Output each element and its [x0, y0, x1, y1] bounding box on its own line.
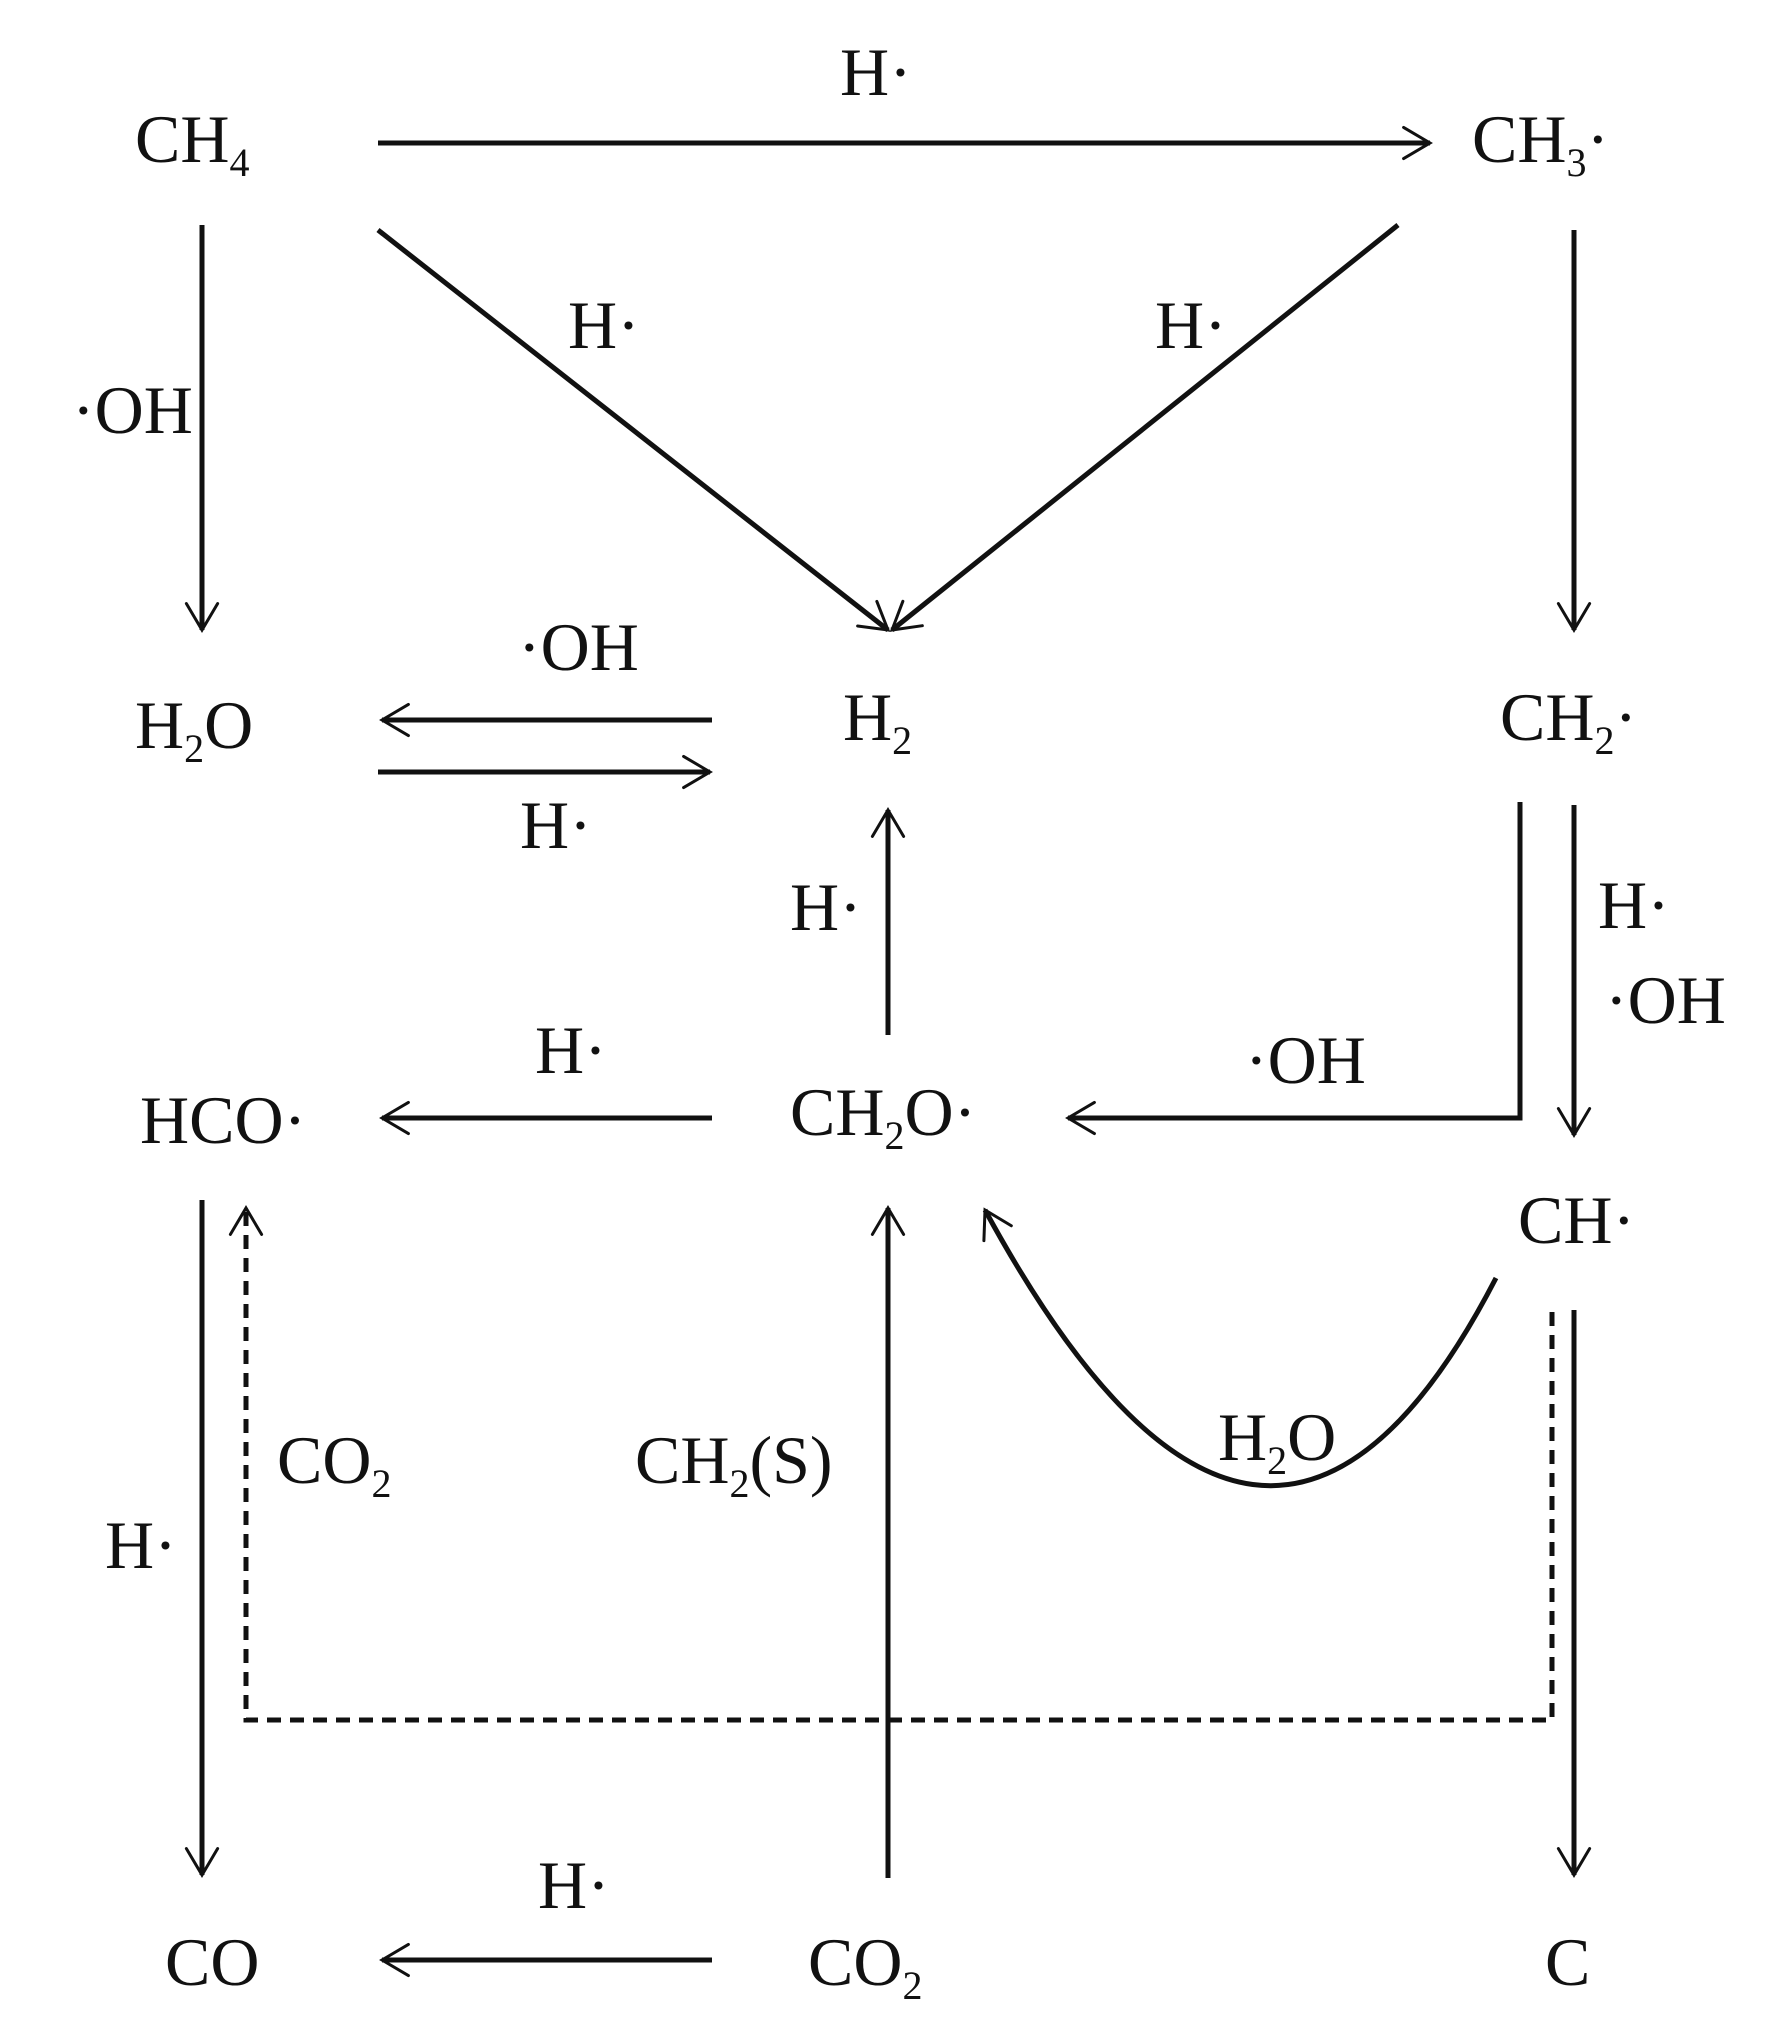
- species-ch3: CH3·: [1472, 101, 1609, 185]
- species-ch2: CH2·: [1500, 679, 1637, 763]
- label-ch3-to-h2: H·: [1155, 287, 1227, 363]
- species-hco: HCO·: [140, 1082, 306, 1158]
- arrow-ch-to-hco-dashed: [228, 1205, 1555, 1723]
- arrow-ch4-to-h2: [376, 228, 891, 632]
- label-ch-to-ch2o: H2O: [1218, 1399, 1336, 1483]
- label-ch-to-hco: CO2: [277, 1422, 391, 1506]
- label-h2o-to-h2: H·: [520, 787, 592, 863]
- label-ch4-to-h2: H·: [568, 287, 640, 363]
- arrow-ch2-to-ch2o: [1065, 802, 1523, 1136]
- label-ch4-to-h2o: ·OH: [72, 372, 193, 448]
- label-ch2-to-ch2o: ·OH: [1245, 1022, 1366, 1098]
- arrow-ch-to-ch2o-curved: [982, 1207, 1499, 1489]
- species-ch4: CH4: [135, 101, 249, 185]
- label-h2-to-h2o: ·OH: [518, 609, 639, 685]
- species-ch2o: CH2O·: [790, 1074, 976, 1158]
- species-h2: H2: [843, 679, 912, 763]
- label-ch2-to-ch-hydrogen: H·: [1598, 867, 1670, 943]
- species-co2: CO2: [808, 1924, 922, 2008]
- label-ch4-to-ch3: H·: [840, 34, 912, 110]
- label-ch2-to-ch-hydroxyl: ·OH: [1605, 962, 1726, 1038]
- label-ch2o-to-hco: H·: [535, 1012, 607, 1088]
- species-c: C: [1545, 1924, 1590, 2000]
- label-co2-to-ch2o: CH2(S): [635, 1422, 833, 1506]
- label-ch2o-to-h2: H·: [790, 869, 862, 945]
- species-ch: CH·: [1518, 1182, 1635, 1258]
- label-hco-to-co: H·: [105, 1507, 177, 1583]
- species-h2o: H2O: [135, 687, 253, 771]
- label-co2-to-co: H·: [538, 1847, 610, 1923]
- arrow-ch3-to-h2: [889, 223, 1400, 632]
- species-co: CO: [165, 1924, 259, 2000]
